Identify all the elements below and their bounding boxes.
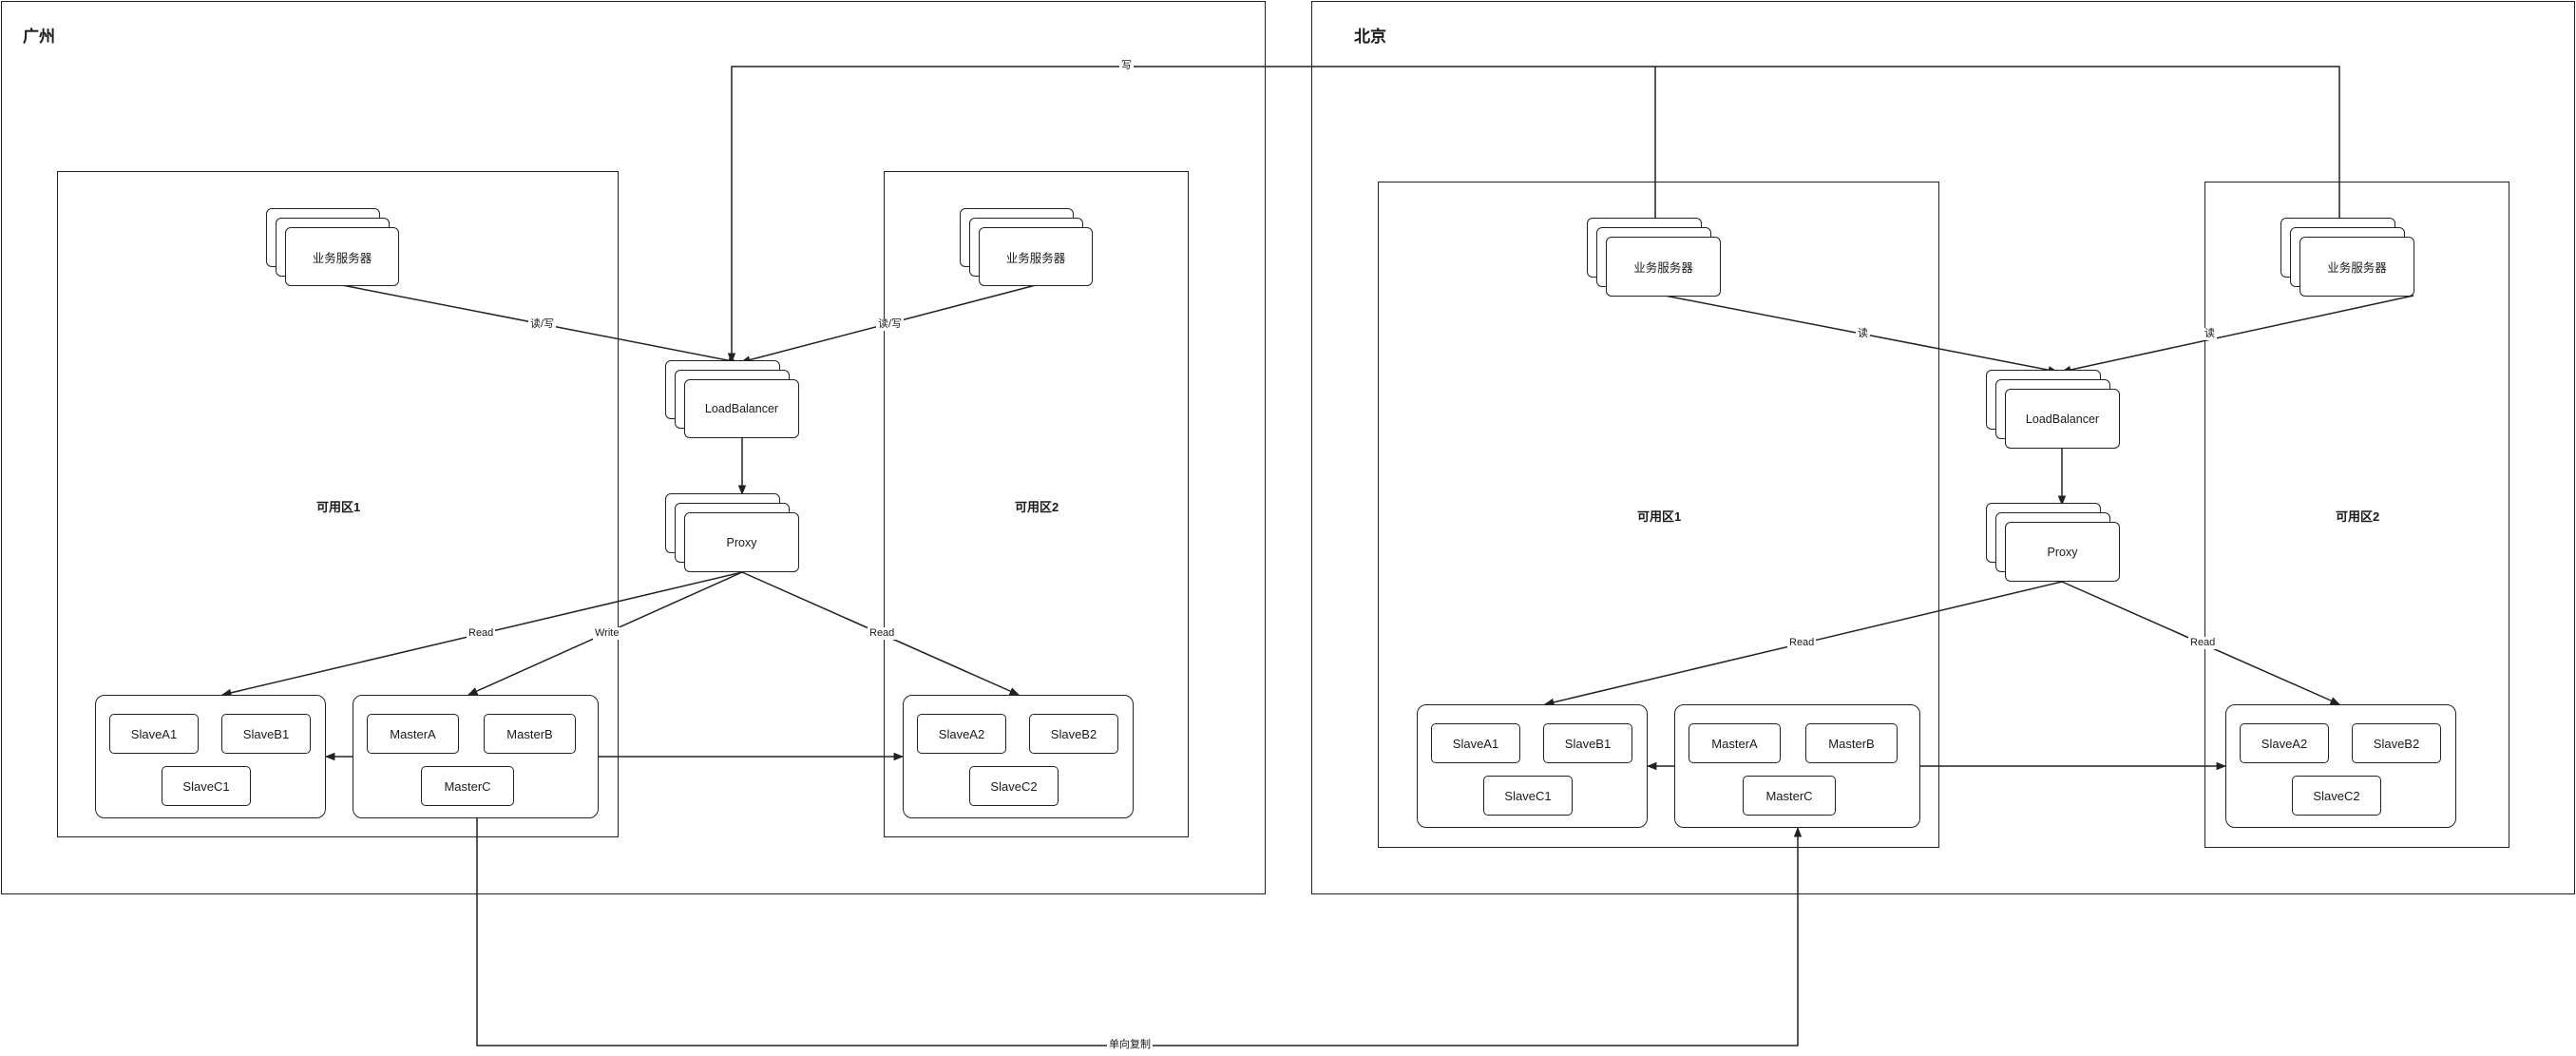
edge-label-gz-rw-2: 读/写: [876, 318, 905, 331]
gz-slave-a2[interactable]: SlaveA2: [917, 714, 1006, 754]
gz-proxy[interactable]: Proxy: [665, 493, 799, 572]
region-beijing: [1311, 1, 2575, 894]
bj-app-server-1[interactable]: 业务服务器: [1587, 218, 1721, 297]
bj-app-server-1-label: 业务服务器: [1606, 237, 1721, 297]
bj-app-server-2[interactable]: 业务服务器: [2280, 218, 2414, 297]
gz-slave-b1[interactable]: SlaveB1: [221, 714, 311, 754]
gz-master-a[interactable]: MasterA: [367, 714, 459, 754]
zone-gz-az2: [884, 171, 1189, 837]
gz-proxy-label: Proxy: [684, 512, 799, 572]
gz-slave-c1[interactable]: SlaveC1: [162, 766, 251, 806]
edge-label-bj-read-1: Read: [1787, 637, 1817, 649]
region-guangzhou: [1, 1, 1266, 894]
edge-label-replication: 单向复制: [1107, 1039, 1153, 1051]
edge-label-cross-write: 写: [1119, 60, 1134, 72]
edge-label-gz-read-1: Read: [467, 627, 496, 640]
bj-app-server-2-label: 业务服务器: [2299, 237, 2414, 297]
zone-title-gz-az1: 可用区1: [316, 500, 361, 514]
bj-master-b[interactable]: MasterB: [1805, 723, 1898, 763]
bj-master-c[interactable]: MasterC: [1743, 776, 1836, 816]
zone-bj-az1: [1378, 182, 1939, 848]
bj-slave-a1[interactable]: SlaveA1: [1431, 723, 1520, 763]
edge-label-bj-read-2: Read: [2188, 637, 2218, 649]
gz-load-balancer[interactable]: LoadBalancer: [665, 360, 799, 438]
gz-master-b[interactable]: MasterB: [484, 714, 576, 754]
bj-load-balancer[interactable]: LoadBalancer: [1986, 370, 2120, 449]
bj-slave-a2[interactable]: SlaveA2: [2240, 723, 2329, 763]
zone-title-bj-az1: 可用区1: [1637, 509, 1682, 524]
gz-slave-a1[interactable]: SlaveA1: [109, 714, 199, 754]
zone-title-bj-az2: 可用区2: [2336, 509, 2380, 524]
gz-app-server-2[interactable]: 业务服务器: [960, 208, 1093, 286]
bj-slave-c1[interactable]: SlaveC1: [1483, 776, 1573, 816]
zone-title-gz-az2: 可用区2: [1015, 500, 1059, 514]
edge-label-bj-read-cn-2: 读: [2203, 328, 2217, 340]
bj-proxy[interactable]: Proxy: [1986, 503, 2120, 582]
bj-master-a[interactable]: MasterA: [1689, 723, 1781, 763]
gz-load-balancer-label: LoadBalancer: [684, 379, 799, 438]
bj-slave-c2[interactable]: SlaveC2: [2292, 776, 2381, 816]
zone-gz-az1: [57, 171, 619, 837]
gz-app-server-1[interactable]: 业务服务器: [266, 208, 399, 286]
gz-master-c[interactable]: MasterC: [421, 766, 514, 806]
bj-proxy-label: Proxy: [2005, 522, 2120, 582]
edge-label-gz-write: Write: [593, 627, 621, 640]
region-title-guangzhou: 广州: [23, 28, 55, 46]
edge-label-bj-read-cn-1: 读: [1856, 328, 1870, 340]
region-title-beijing: 北京: [1354, 28, 1386, 46]
gz-slave-c2[interactable]: SlaveC2: [969, 766, 1059, 806]
edge-label-gz-rw-1: 读/写: [528, 318, 557, 331]
bj-load-balancer-label: LoadBalancer: [2005, 389, 2120, 449]
zone-bj-az2: [2204, 182, 2509, 848]
bj-slave-b2[interactable]: SlaveB2: [2352, 723, 2441, 763]
bj-slave-b1[interactable]: SlaveB1: [1543, 723, 1632, 763]
edge-label-gz-read-2: Read: [868, 627, 897, 640]
gz-slave-b2[interactable]: SlaveB2: [1029, 714, 1118, 754]
gz-app-server-1-label: 业务服务器: [285, 227, 399, 286]
gz-app-server-2-label: 业务服务器: [979, 227, 1093, 286]
